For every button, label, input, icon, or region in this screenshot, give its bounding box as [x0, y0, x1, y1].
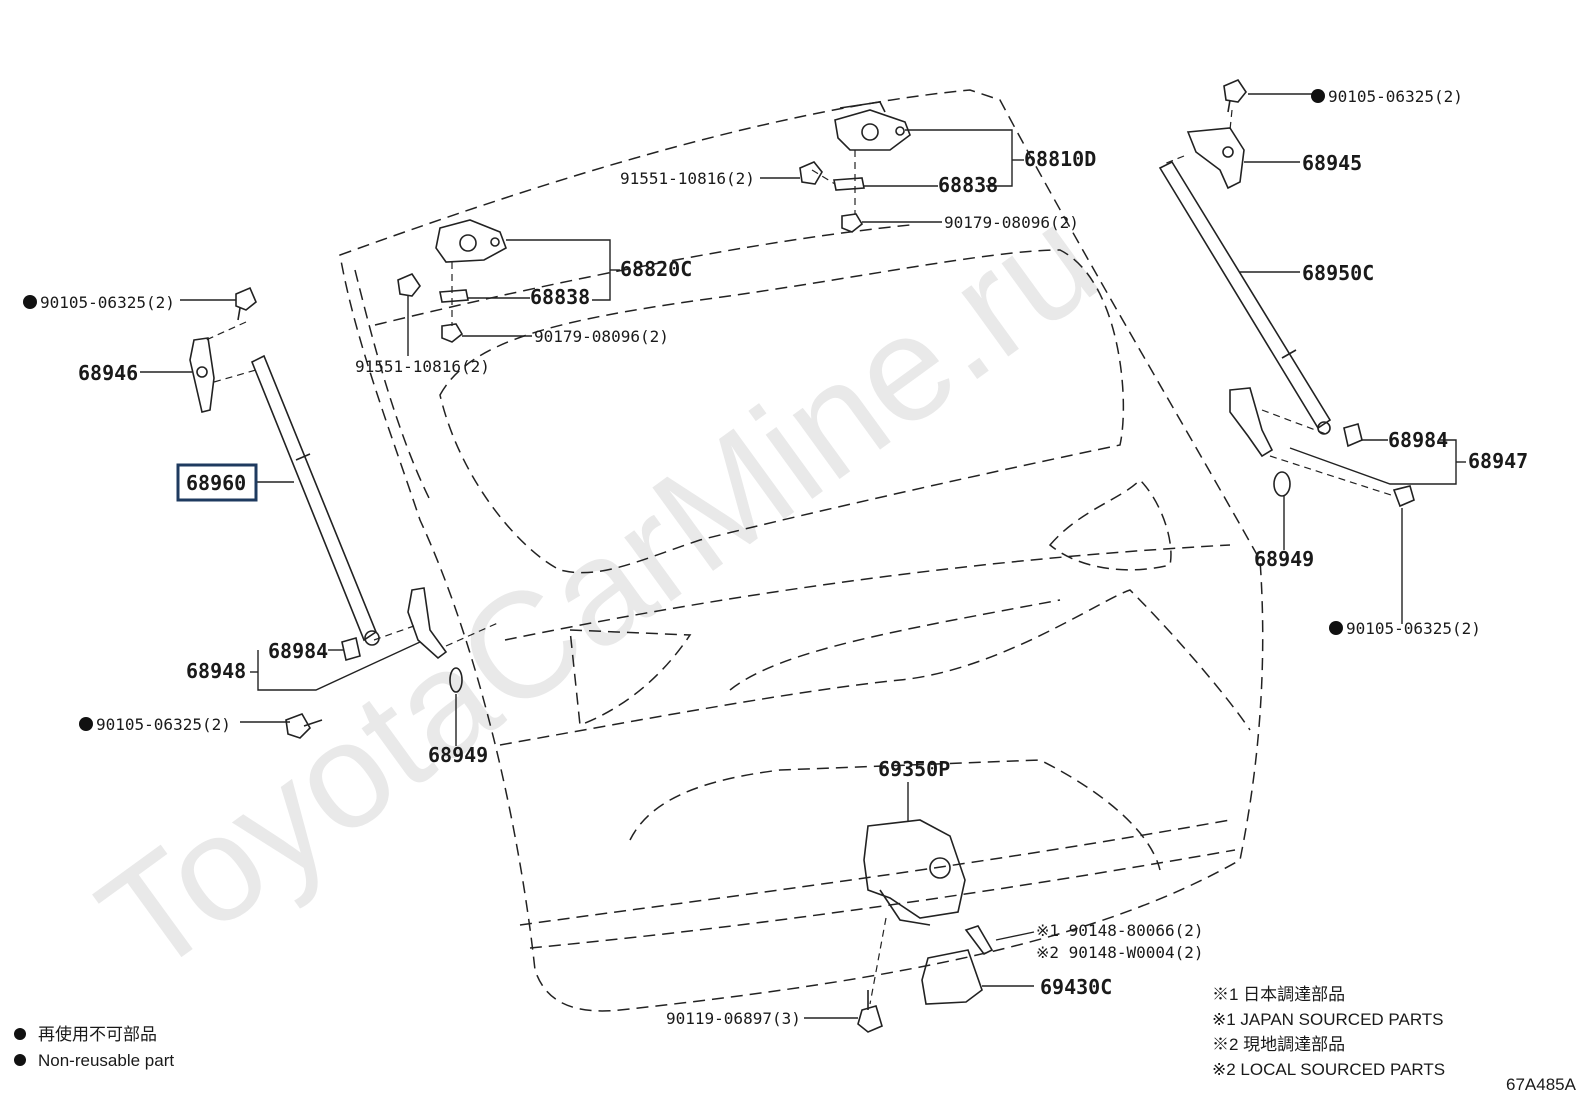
legend-note2-en: ※2 LOCAL SOURCED PARTS	[1212, 1060, 1445, 1079]
shim-68838-left[interactable]	[439, 289, 469, 303]
bolt-90119[interactable]	[857, 990, 883, 1033]
label-68960[interactable]: 68960	[186, 471, 246, 495]
label-90105-right[interactable]: 90105-06325(2)	[1346, 619, 1481, 638]
cushion-68949-right[interactable]	[1273, 471, 1291, 497]
hinge-68810d[interactable]	[834, 101, 911, 151]
label-90105-top-left[interactable]: 90105-06325(2)	[40, 293, 175, 312]
label-90148-2[interactable]: ※2 90148-W0004(2)	[1036, 943, 1204, 962]
label-68838-left[interactable]: 68838	[530, 285, 590, 309]
nonreusable-marker-r	[1329, 621, 1343, 635]
label-68945[interactable]: 68945	[1302, 151, 1362, 175]
shim-68838-top[interactable]	[833, 177, 865, 191]
stay-68950c[interactable]	[1158, 160, 1332, 435]
bracket-68946[interactable]	[189, 337, 215, 413]
label-68984-right[interactable]: 68984	[1388, 428, 1448, 452]
label-91551-left[interactable]: 91551-10816(2)	[355, 357, 490, 376]
bolt-91551-top[interactable]	[799, 161, 823, 185]
nonreusable-marker-bl	[79, 717, 93, 731]
bracket-68945[interactable]	[1186, 127, 1245, 190]
legend-marker-2	[14, 1054, 26, 1066]
bolt-90105-top-left[interactable]	[235, 286, 257, 321]
nonreusable-marker-tl	[23, 295, 37, 309]
bolt-90105-right[interactable]	[1392, 485, 1415, 508]
cushion-68984-left[interactable]	[341, 636, 361, 662]
label-69430c[interactable]: 69430C	[1040, 975, 1112, 999]
bracket-68947[interactable]	[1229, 387, 1274, 458]
label-68820c[interactable]: 68820C	[620, 257, 692, 281]
hinge-68820c[interactable]	[435, 219, 507, 263]
label-68810d[interactable]: 68810D	[1024, 147, 1096, 171]
label-68984-left[interactable]: 68984	[268, 639, 328, 663]
label-69350p[interactable]: 69350P	[878, 757, 950, 781]
stay-68960[interactable]	[250, 354, 380, 646]
legend-note1-jp: ※1 日本調達部品	[1212, 985, 1345, 1004]
label-90148-1[interactable]: ※1 90148-80066(2)	[1036, 921, 1204, 940]
label-90105-bottom-left[interactable]: 90105-06325(2)	[96, 715, 231, 734]
label-68950c[interactable]: 68950C	[1302, 261, 1374, 285]
bolt-90105-bottom-left[interactable]	[285, 713, 323, 739]
watermark: ToyotaCarMine.ru	[70, 174, 1126, 1006]
nut-90179-top[interactable]	[841, 213, 864, 233]
label-68838-top[interactable]: 68838	[938, 173, 998, 197]
diagram-code: 67A485A	[1506, 1075, 1577, 1094]
legend-nonreusable-en: Non-reusable part	[38, 1051, 174, 1070]
label-90119[interactable]: 90119-06897(3)	[666, 1009, 801, 1028]
legend-marker	[14, 1028, 26, 1040]
label-91551-top[interactable]: 91551-10816(2)	[620, 169, 755, 188]
leader-lines	[140, 93, 1466, 1019]
screw-90148[interactable]	[964, 925, 994, 956]
label-90179-top[interactable]: 90179-08096(2)	[944, 213, 1079, 232]
label-90105-top-right[interactable]: 90105-06325(2)	[1328, 87, 1463, 106]
label-90179-left[interactable]: 90179-08096(2)	[534, 327, 669, 346]
label-68949-left[interactable]: 68949	[428, 743, 488, 767]
lock-assembly-69350p[interactable]	[863, 819, 966, 926]
legend-note2-jp: ※2 現地調達部品	[1212, 1035, 1345, 1054]
back-door-body	[339, 89, 1264, 1012]
legend-note1-en: ※1 JAPAN SOURCED PARTS	[1212, 1010, 1444, 1029]
nonreusable-marker-tr	[1311, 89, 1325, 103]
nut-90179-left[interactable]	[441, 323, 464, 343]
bolt-90105-top-right[interactable]	[1223, 79, 1247, 113]
label-68948[interactable]: 68948	[186, 659, 246, 683]
label-68946[interactable]: 68946	[78, 361, 138, 385]
bolt-91551-left[interactable]	[397, 273, 421, 297]
highlight-box-68960	[176, 463, 258, 502]
label-68949-right[interactable]: 68949	[1254, 547, 1314, 571]
bracket-68948[interactable]	[407, 587, 448, 660]
striker-cover-69430c[interactable]	[921, 949, 983, 1005]
cushion-68949-left[interactable]	[449, 667, 463, 693]
cushion-68984-right[interactable]	[1343, 423, 1363, 448]
legend-nonreusable-jp: 再使用不可部品	[38, 1024, 157, 1044]
label-68947[interactable]: 68947	[1468, 449, 1528, 473]
